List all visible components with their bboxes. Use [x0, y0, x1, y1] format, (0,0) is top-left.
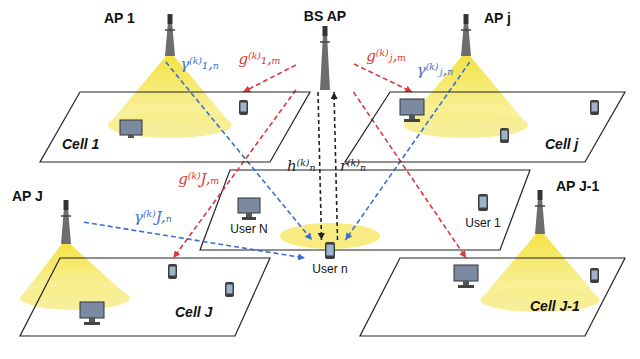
cell-plane: Cell j — [345, 92, 625, 162]
node-label: AP J — [12, 188, 43, 204]
channel-label: g⁽ᵏ⁾J,ₘ — [178, 170, 220, 188]
central-cell-plane — [200, 170, 530, 250]
channel-arrow — [166, 62, 312, 240]
phone-icon — [500, 128, 509, 143]
channel-label: g⁽ᵏ⁾ⱼ,ₘ — [366, 47, 406, 65]
access-point: AP 1 — [104, 4, 180, 62]
channel-label: g⁽ᵏ⁾₁,ₘ — [238, 50, 280, 68]
node-label: AP 1 — [104, 10, 135, 26]
cell-outline-shape — [40, 92, 310, 162]
phone-icon — [239, 100, 248, 115]
channel-arrow — [354, 92, 467, 258]
channel-label: r⁽ᵏ⁾ₙ — [340, 157, 366, 175]
channel-label: γ⁽ᵏ⁾J,ₙ — [134, 208, 172, 226]
computer-icon — [454, 265, 478, 288]
node-label: AP J-1 — [556, 178, 599, 194]
node-label: Cell J — [175, 304, 212, 320]
channel-arrow — [345, 62, 469, 240]
user-device: User n — [305, 240, 355, 284]
node-label: User 1 — [465, 216, 500, 230]
base-station: BS AP — [296, 8, 354, 92]
computer-icon — [120, 120, 142, 138]
computer-icon — [400, 99, 424, 122]
phone-icon — [325, 242, 335, 259]
computer-icon — [80, 302, 104, 325]
channel-arrow — [334, 92, 338, 240]
antenna-tower — [165, 14, 175, 56]
phone-icon — [225, 282, 234, 297]
channel-label: γ⁽ᵏ⁾₁,ₙ — [180, 55, 219, 73]
cell-plane: Cell J-1 — [360, 258, 625, 336]
access-point: AP j — [450, 4, 530, 62]
cell-outline-shape — [360, 258, 625, 336]
channel-label: h⁽ᵏ⁾ₙ — [287, 157, 316, 175]
cell-plane: Cell 1 — [40, 92, 310, 162]
node-label: Cell J-1 — [530, 298, 580, 314]
phone-icon — [590, 100, 599, 115]
light-beam — [20, 244, 130, 310]
user-device: User 1 — [458, 192, 508, 236]
access-point: AP J — [8, 186, 84, 246]
phone-icon — [590, 268, 599, 283]
light-beam — [404, 56, 528, 138]
cell-outline — [20, 258, 270, 336]
phone-icon — [478, 194, 488, 211]
channel-arrow — [243, 65, 296, 92]
node-label: User N — [230, 222, 267, 236]
cell-outline — [345, 92, 625, 162]
cell-outline-shape — [345, 92, 625, 162]
light-beam — [108, 56, 232, 138]
channel-label: γ⁽ᵏ⁾ⱼ,ₙ — [417, 61, 454, 79]
computer-icon — [238, 198, 260, 220]
node-label: AP j — [484, 10, 511, 26]
user-device: User N — [226, 196, 272, 240]
cell-plane: Cell J — [20, 258, 270, 336]
node-label: Cell 1 — [62, 136, 99, 152]
cell-outline — [360, 258, 625, 336]
phone-icon — [168, 264, 177, 279]
channel-arrow — [84, 222, 305, 258]
node-label: User n — [312, 262, 347, 276]
channel-arrow — [173, 90, 296, 258]
cell-outline-shape — [20, 258, 270, 336]
antenna-tower — [535, 190, 545, 234]
node-label: Cell j — [545, 136, 578, 152]
node-label: BS AP — [304, 8, 346, 24]
channel-arrow — [354, 64, 412, 92]
antenna-tower — [320, 26, 330, 90]
antenna-tower — [461, 14, 471, 56]
channel-arrow — [318, 92, 322, 240]
access-point: AP J-1 — [520, 176, 620, 236]
antenna-tower — [61, 200, 71, 244]
